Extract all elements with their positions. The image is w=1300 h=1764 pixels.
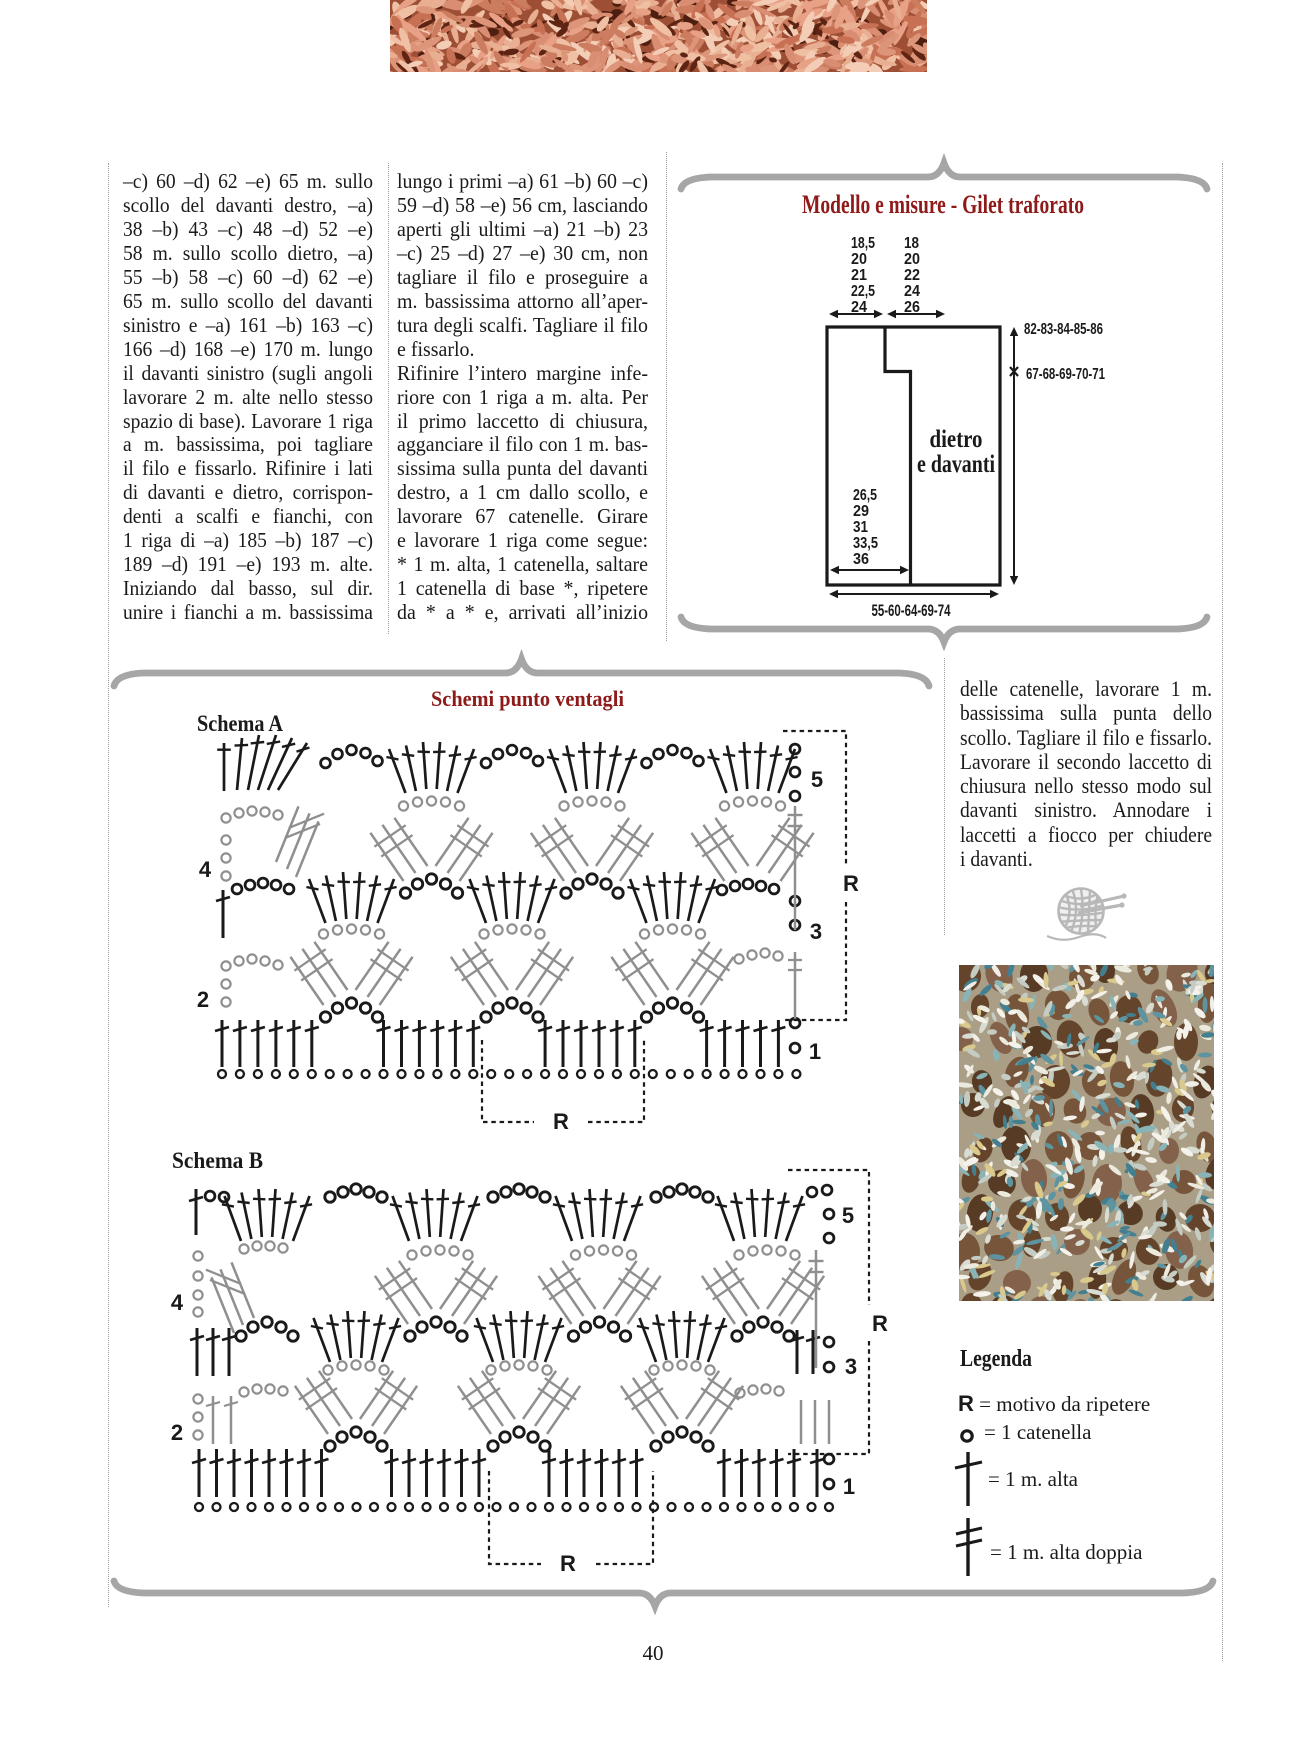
svg-text:18: 18 <box>904 235 919 252</box>
svg-text:26: 26 <box>904 299 920 316</box>
svg-text:33,5: 33,5 <box>853 535 878 552</box>
svg-text:R: R <box>872 1311 888 1336</box>
svg-text:31: 31 <box>853 519 868 536</box>
svg-text:3: 3 <box>810 919 822 944</box>
svg-text:24: 24 <box>851 299 867 316</box>
svg-text:20: 20 <box>851 251 867 268</box>
svg-text:24: 24 <box>904 283 920 300</box>
svg-text:3: 3 <box>845 1354 857 1379</box>
svg-text:5: 5 <box>811 767 823 792</box>
svg-text:36: 36 <box>853 551 869 568</box>
svg-text:R: R <box>553 1109 569 1134</box>
svg-text:R: R <box>843 871 859 896</box>
svg-text:e davanti: e davanti <box>917 451 995 478</box>
svg-text:22: 22 <box>904 267 920 284</box>
svg-text:29: 29 <box>853 503 869 520</box>
svg-text:67-68-69-70-71: 67-68-69-70-71 <box>1026 366 1105 383</box>
svg-text:26,5: 26,5 <box>853 487 877 504</box>
svg-text:1: 1 <box>809 1039 821 1064</box>
svg-text:4: 4 <box>171 1290 184 1315</box>
svg-text:22,5: 22,5 <box>851 283 875 300</box>
svg-text:1: 1 <box>843 1474 855 1499</box>
svg-text:82-83-84-85-86: 82-83-84-85-86 <box>1024 321 1103 338</box>
svg-text:4: 4 <box>199 857 212 882</box>
svg-text:55-60-64-69-74: 55-60-64-69-74 <box>872 602 952 620</box>
svg-text:2: 2 <box>197 987 209 1012</box>
svg-text:5: 5 <box>842 1203 854 1228</box>
svg-text:18,5: 18,5 <box>851 235 875 252</box>
svg-text:dietro: dietro <box>930 426 983 453</box>
svg-text:21: 21 <box>851 267 867 284</box>
svg-text:R: R <box>560 1551 576 1576</box>
svg-text:2: 2 <box>171 1420 183 1445</box>
svg-text:20: 20 <box>904 251 920 268</box>
